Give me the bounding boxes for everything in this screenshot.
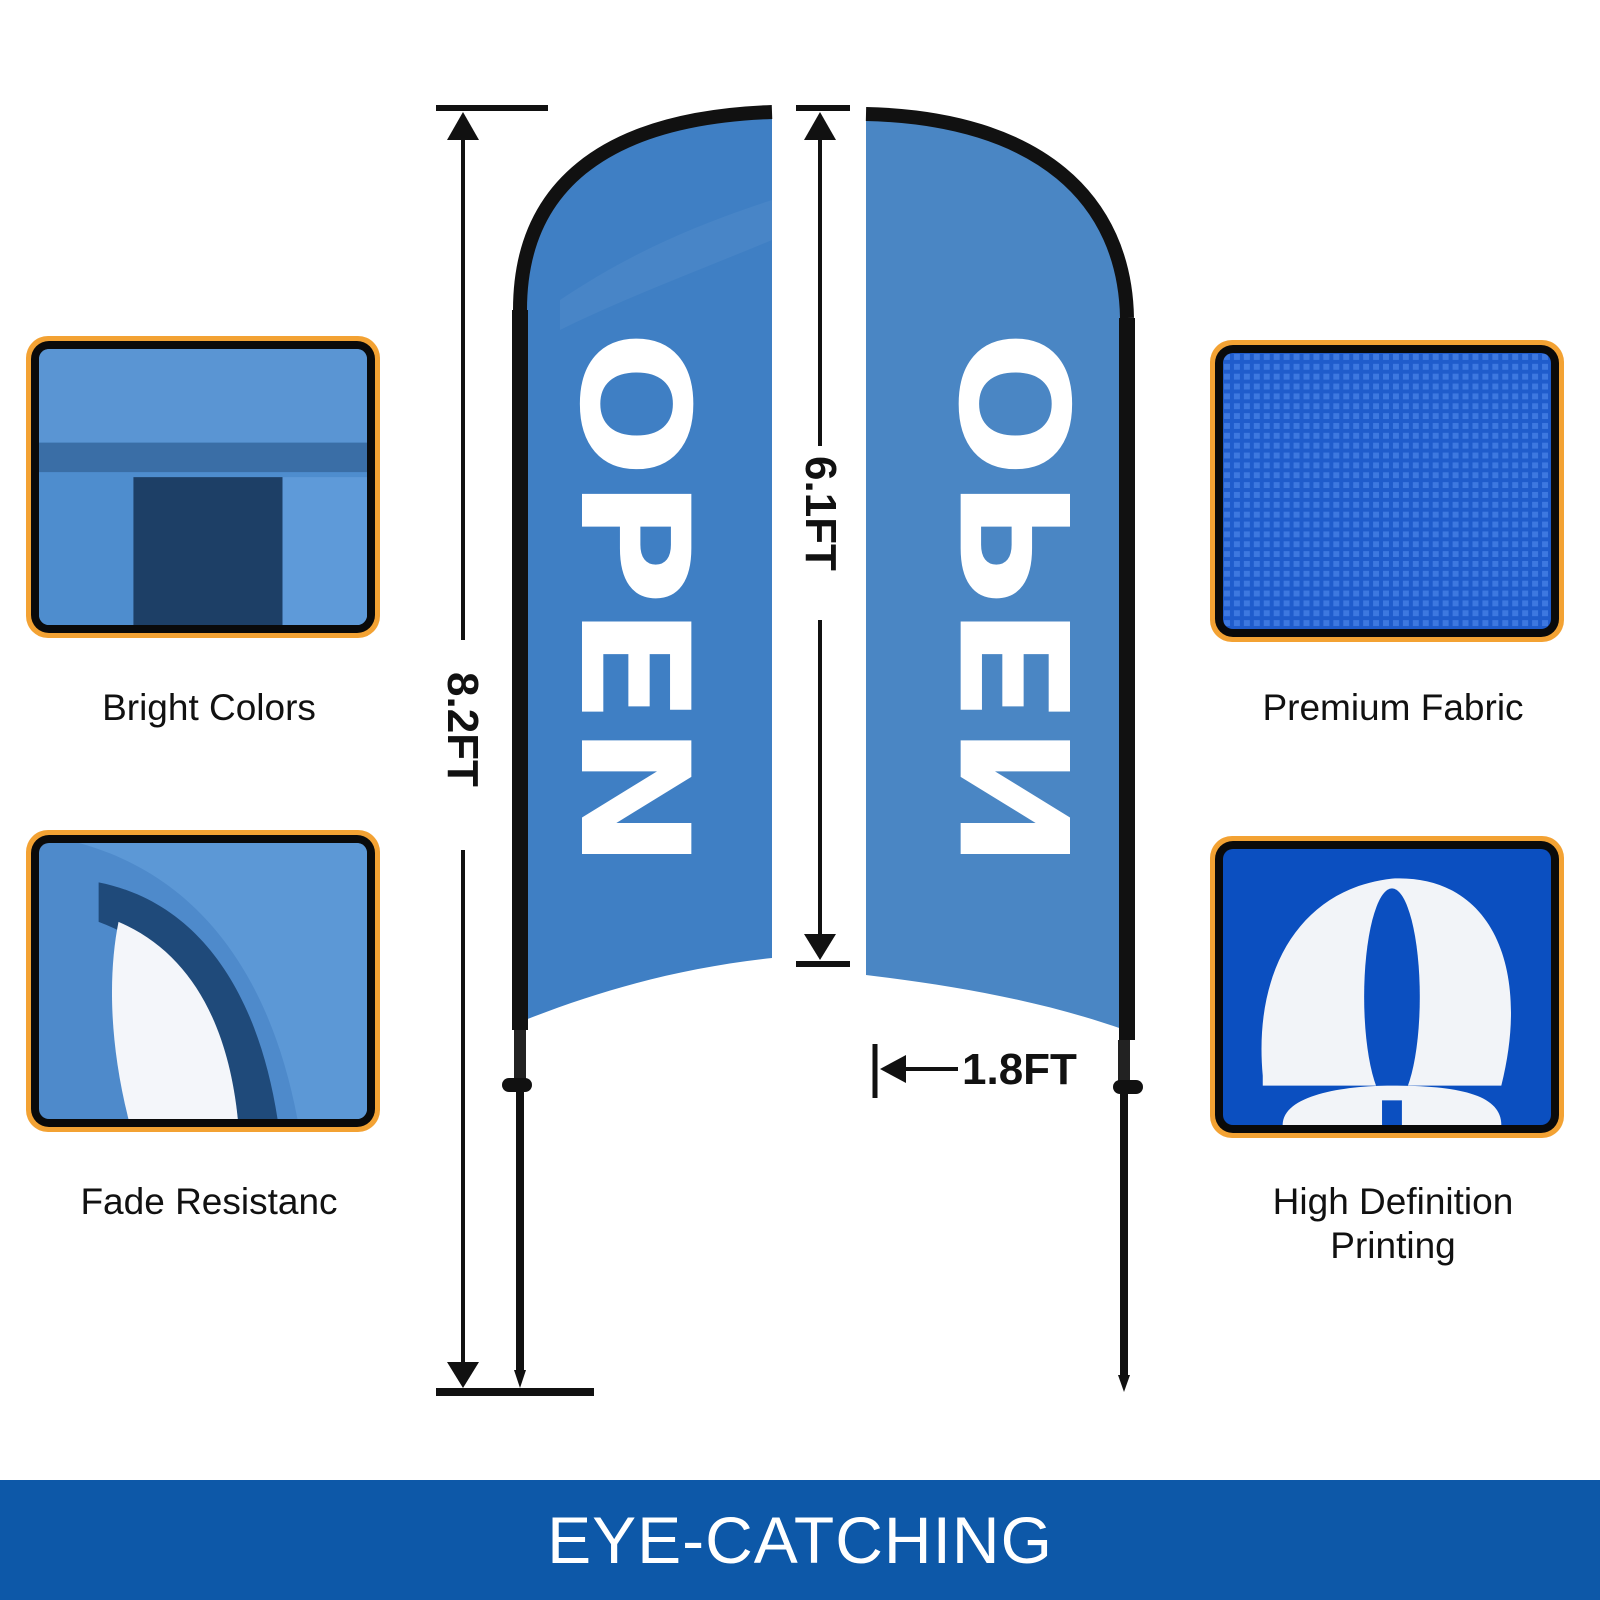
left-pole-clip [502,1078,532,1092]
eye-catching-banner: EYE-CATCHING [0,1480,1600,1600]
fade-resistance-card [26,830,380,1132]
flag-height-label: 6.1FT [796,456,845,571]
bright-colors-label: Bright Colors [102,687,316,728]
hd-printing-label: High Definition Printing [1210,1180,1576,1268]
hd-printing-card [1210,836,1564,1138]
hd-printing-label-line2: Printing [1330,1225,1456,1266]
premium-fabric-image [1223,353,1551,629]
premium-fabric-label: Premium Fabric [1262,687,1524,728]
fade-resistance-label: Fade Resistanc [80,1181,338,1222]
flag-width-label: 1.8FT [962,1045,1077,1094]
right-flag [866,116,1125,1030]
premium-fabric-card [1210,340,1564,642]
flag-width-dimension: 1.8FT [872,1044,1077,1098]
flag-illustration: OPEN OPEN 8.2FT 6.1FT 1.8FT [436,105,1143,1396]
hd-printing-image [1223,849,1551,1125]
hd-printing-label-line1: High Definition [1272,1181,1514,1222]
total-height-dimension: 8.2FT [436,105,594,1396]
fade-resistance-image [39,843,367,1119]
left-flag [520,112,772,1022]
right-flag-pole [865,107,1134,319]
bright-colors-card [26,336,380,638]
flag-height-dimension: 6.1FT [796,105,850,967]
left-flag-word: OPEN [546,330,720,870]
right-flag-word: OPEN [932,330,1106,870]
left-flag-sheen [560,200,772,330]
banner-text: EYE-CATCHING [547,1503,1053,1577]
left-flag-pole [513,105,773,311]
right-pole-clip [1113,1080,1143,1094]
bright-colors-image [39,349,367,625]
total-height-label: 8.2FT [438,672,487,787]
